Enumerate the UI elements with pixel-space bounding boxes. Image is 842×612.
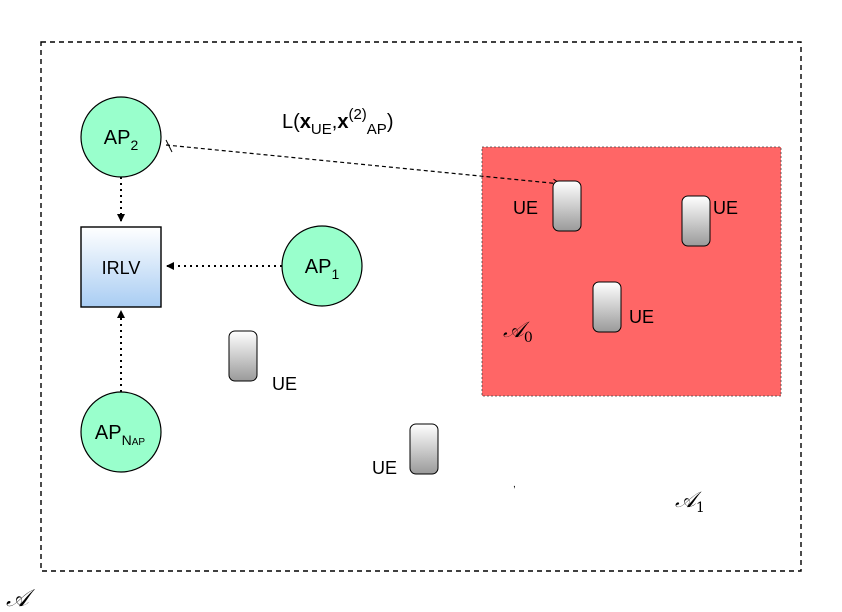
ap-node-1-label: AP1 bbox=[305, 256, 340, 282]
ue-device-3: UE bbox=[592, 281, 654, 333]
ap-node-n-circle bbox=[80, 391, 162, 473]
ue-device-1: UE bbox=[513, 180, 582, 232]
irlv-label: IRLV bbox=[102, 258, 141, 278]
ap-node-2-label: AP2 bbox=[104, 127, 139, 153]
zone-1-label-sub: 1 bbox=[696, 500, 705, 516]
ue-device-3-icon bbox=[592, 281, 622, 333]
zone-0-label-sub: 0 bbox=[524, 330, 533, 346]
ue-device-4-label: UE bbox=[272, 374, 297, 394]
ue-device-2: UE bbox=[681, 195, 738, 247]
stray-mark: , bbox=[513, 479, 516, 490]
ue-device-2-icon bbox=[681, 195, 711, 247]
ue-device-5: UE bbox=[372, 423, 439, 478]
irlv-box bbox=[80, 226, 162, 308]
ue-device-1-icon bbox=[552, 180, 582, 232]
ap-node-1-circle bbox=[281, 225, 363, 307]
outer-region bbox=[40, 41, 802, 572]
ue-device-2-label: UE bbox=[713, 198, 738, 218]
ue-device-1-label: UE bbox=[513, 198, 538, 218]
link-label: L(xUE,x(2)AP) bbox=[282, 106, 393, 138]
link-ap2-to-ue bbox=[165, 144, 561, 184]
zone-0-region bbox=[481, 146, 782, 397]
ue-device-4: UE bbox=[228, 330, 297, 394]
ap-node-2: AP2 bbox=[80, 96, 162, 178]
link-ap2-tick bbox=[165, 139, 173, 153]
outer-region-label: 𝒜 bbox=[6, 584, 36, 612]
ue-device-5-icon bbox=[409, 423, 439, 475]
ue-device-5-label: UE bbox=[372, 458, 397, 478]
zone-1-label: 𝒜1 bbox=[675, 488, 705, 516]
ue-device-4-icon bbox=[228, 330, 258, 382]
ap-node-n: APNAP bbox=[80, 391, 162, 473]
ap-node-1: AP1 bbox=[281, 225, 363, 307]
ap-node-n-label: APNAP bbox=[95, 422, 145, 448]
ap-node-2-circle bbox=[80, 96, 162, 178]
ue-device-3-label: UE bbox=[629, 307, 654, 327]
